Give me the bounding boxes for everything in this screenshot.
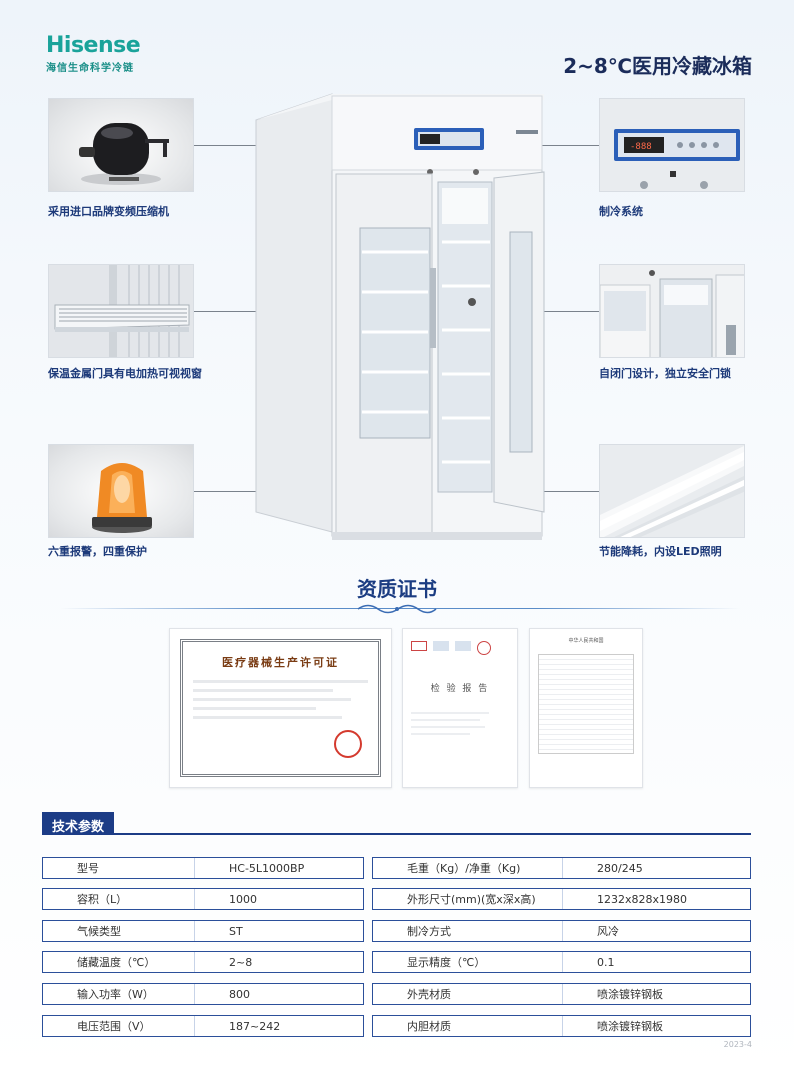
param-key: 显示精度（℃）	[373, 952, 563, 972]
param-row: 制冷方式 风冷	[372, 920, 751, 942]
param-row: 型号 HC-5L1000BP	[42, 857, 364, 879]
feature-caption-left-2: 保温金属门具有电加热可视视窗	[48, 367, 202, 380]
param-row: 气候类型 ST	[42, 920, 364, 942]
param-value: 280/245	[597, 861, 643, 875]
compressor-icon	[79, 123, 169, 185]
control-panel-photo: -888	[599, 98, 745, 192]
shelf-photo	[48, 264, 194, 358]
param-key: 外形尺寸(mm)(宽x深x高)	[373, 889, 563, 909]
param-row: 显示精度（℃） 0.1	[372, 951, 751, 973]
feature-caption-right-3: 节能降耗，内设LED照明	[599, 545, 722, 558]
control-panel-icon: -888	[600, 99, 744, 191]
param-value: 187~242	[229, 1019, 281, 1033]
param-value: ST	[229, 924, 243, 938]
param-key: 制冷方式	[373, 921, 563, 941]
footer-code: 2023-4	[723, 1040, 752, 1049]
param-key: 型号	[43, 858, 195, 878]
param-row: 外形尺寸(mm)(宽x深x高) 1232x828x1980	[372, 888, 751, 910]
feature-caption-left-3: 六重报警，四重保护	[48, 545, 147, 558]
alarm-light-photo	[48, 444, 194, 538]
param-key: 容积（L）	[43, 889, 195, 909]
param-value: 1232x828x1980	[597, 892, 688, 906]
ornament-icon	[356, 601, 438, 615]
param-row: 外壳材质 喷涂镀锌钢板	[372, 983, 751, 1005]
param-value: 800	[229, 987, 250, 1001]
feature-caption-right-1: 制冷系统	[599, 205, 643, 218]
alarm-light-icon	[92, 463, 152, 533]
compressor-photo	[48, 98, 194, 192]
refrigerator-illustration	[254, 92, 554, 552]
param-key: 输入功率（W）	[43, 984, 195, 1004]
license-certificate-icon: 医疗器械生产许可证	[222, 656, 339, 669]
svg-text:-888: -888	[630, 142, 652, 152]
led-light-icon	[600, 445, 744, 537]
param-row: 储藏温度（℃） 2~8	[42, 951, 364, 973]
shelf-icon	[49, 265, 193, 357]
certificate-registration: 中华人民共和国	[529, 628, 643, 788]
certificate-license: 医疗器械生产许可证	[169, 628, 392, 788]
param-value: 0.1	[597, 955, 615, 969]
param-key: 外壳材质	[373, 984, 563, 1004]
param-row: 毛重（Kg）/净重（Kg) 280/245	[372, 857, 751, 879]
brand-logo: Hisense	[46, 33, 141, 58]
feature-caption-left-1: 采用进口品牌变频压缩机	[48, 205, 169, 218]
product-title: 2~8℃医用冷藏冰箱	[563, 54, 752, 78]
param-key: 毛重（Kg）/净重（Kg)	[373, 858, 563, 878]
param-row: 容积（L） 1000	[42, 888, 364, 910]
inspection-report-icon: 检 验 报 告	[430, 684, 490, 694]
led-light-photo	[599, 444, 745, 538]
param-key: 气候类型	[43, 921, 195, 941]
feature-caption-right-2: 自闭门设计，独立安全门锁	[599, 367, 731, 380]
door-icon	[600, 265, 744, 357]
certificates-heading: 资质证书	[357, 577, 437, 601]
param-key: 储藏温度（℃）	[43, 952, 195, 972]
brand-subtitle: 海信生命科学冷链	[46, 63, 134, 74]
door-photo	[599, 264, 745, 358]
connector-line	[505, 145, 599, 146]
registration-form-icon: 中华人民共和国	[568, 638, 604, 644]
tab-underline	[42, 833, 751, 835]
param-value: 喷涂镀锌钢板	[597, 988, 663, 1001]
param-key: 内胆材质	[373, 1016, 563, 1036]
certificate-inspection-report: 检 验 报 告	[402, 628, 518, 788]
param-value: HC-5L1000BP	[229, 861, 305, 875]
param-row: 内胆材质 喷涂镀锌钢板	[372, 1015, 751, 1037]
param-row: 输入功率（W） 800	[42, 983, 364, 1005]
param-row: 电压范围（V） 187~242	[42, 1015, 364, 1037]
tech-params-tab: 技术参数	[42, 812, 115, 835]
brand-block: Hisense 海信生命科学冷链	[46, 33, 141, 75]
param-value: 1000	[229, 892, 257, 906]
param-value: 风冷	[597, 925, 619, 938]
param-value: 2~8	[229, 955, 253, 969]
param-key: 电压范围（V）	[43, 1016, 195, 1036]
param-value: 喷涂镀锌钢板	[597, 1020, 663, 1033]
